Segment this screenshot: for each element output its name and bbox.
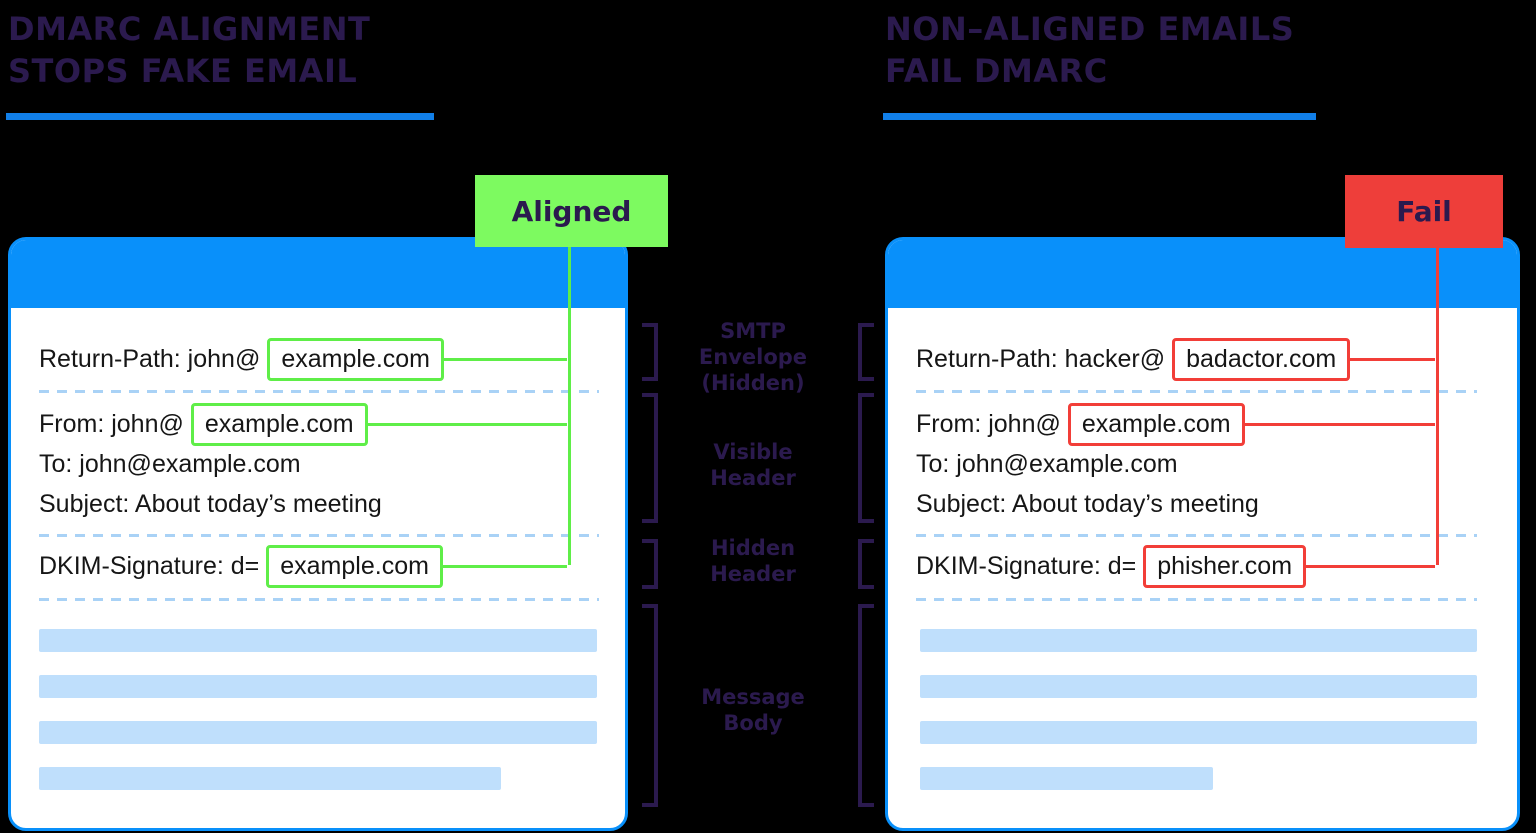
subject-label: Subject: About today’s meeting <box>916 489 1259 518</box>
body-bar <box>39 629 597 652</box>
label-hidden-header: Hidden Header <box>658 535 848 587</box>
dkim-connector-line <box>1305 564 1435 568</box>
body-bar <box>39 767 501 790</box>
dkim-domain-box: example.com <box>266 544 443 588</box>
to-label: To: john@example.com <box>39 449 301 478</box>
bracket-right-hidden-header <box>858 539 874 589</box>
dkim-label: DKIM-Signature: d= <box>39 551 260 580</box>
subject-label: Subject: About today’s meeting <box>39 489 382 518</box>
return-path-domain-box: badactor.com <box>1172 337 1351 381</box>
label-visible-header-line2: Header <box>710 466 796 490</box>
from-domain-box: example.com <box>190 402 368 446</box>
failed-email-card: Return-Path: hacker@ badactor.com From: … <box>885 237 1520 831</box>
subject-row: Subject: About today’s meeting <box>916 482 1259 526</box>
return-path-connector-line <box>1349 357 1435 361</box>
left-title: DMARC ALIGNMENT STOPS FAKE EMAIL <box>8 8 370 92</box>
fail-vertical-connector-line <box>1436 246 1439 565</box>
left-title-line1: DMARC ALIGNMENT <box>8 10 371 48</box>
dkim-row: DKIM-Signature: d= example.com <box>39 544 567 588</box>
from-domain: example.com <box>204 409 354 438</box>
body-bar <box>920 675 1477 698</box>
return-path-domain: badactor.com <box>1186 344 1337 373</box>
body-bar <box>39 675 597 698</box>
divider-dashed <box>916 598 1477 601</box>
divider-dashed <box>39 390 599 393</box>
failed-email-header-bar <box>888 240 1517 308</box>
body-bar <box>920 767 1213 790</box>
bracket-right-visible-header <box>858 393 874 523</box>
fail-badge: Fail <box>1345 175 1503 248</box>
label-message-body-line1: Message <box>701 685 805 709</box>
to-row: To: john@example.com <box>39 442 301 486</box>
dkim-domain-box: phisher.com <box>1143 544 1307 588</box>
from-row: From: john@ example.com <box>916 402 1435 446</box>
aligned-badge-label: Aligned <box>511 194 632 228</box>
from-connector-line <box>366 422 567 426</box>
right-title-line2: FAIL DMARC <box>885 52 1108 90</box>
body-bar <box>39 721 597 744</box>
from-label: From: john@ <box>916 409 1061 438</box>
dkim-label: DKIM-Signature: d= <box>916 551 1137 580</box>
bracket-right-smtp-envelope <box>858 323 874 381</box>
from-label: From: john@ <box>39 409 184 438</box>
label-visible-header-line1: Visible <box>713 440 793 464</box>
divider-dashed <box>39 598 599 601</box>
aligned-badge: Aligned <box>475 175 668 247</box>
from-domain-box: example.com <box>1067 402 1245 446</box>
aligned-email-card: Return-Path: john@ example.com From: joh… <box>8 237 628 831</box>
bracket-left-smtp-envelope <box>642 323 658 381</box>
return-path-domain: example.com <box>281 344 430 373</box>
aligned-vertical-connector-line <box>568 245 571 565</box>
bracket-left-hidden-header <box>642 539 658 589</box>
return-path-connector-line <box>443 357 567 361</box>
aligned-email-header-bar <box>11 240 625 308</box>
subject-row: Subject: About today’s meeting <box>39 482 382 526</box>
from-domain: example.com <box>1081 409 1231 438</box>
return-path-row: Return-Path: hacker@ badactor.com <box>916 337 1435 381</box>
return-path-domain-box: example.com <box>267 337 444 381</box>
body-bar <box>920 629 1477 652</box>
right-title: NON–ALIGNED EMAILS FAIL DMARC <box>885 8 1294 92</box>
label-smtp-envelope-line2: Envelope <box>698 345 808 369</box>
from-row: From: john@ example.com <box>39 402 567 446</box>
label-message-body-line2: Body <box>723 711 783 735</box>
bracket-left-message-body <box>642 604 658 807</box>
label-hidden-header-line1: Hidden <box>710 536 796 560</box>
label-hidden-header-line2: Header <box>710 562 796 586</box>
from-connector-line <box>1243 422 1435 426</box>
right-title-underline <box>883 113 1316 120</box>
label-smtp-envelope-line3: (Hidden) <box>701 371 805 395</box>
label-smtp-envelope-line1: SMTP <box>720 319 786 343</box>
dkim-row: DKIM-Signature: d= phisher.com <box>916 544 1435 588</box>
dkim-domain: example.com <box>280 551 429 580</box>
divider-dashed <box>916 390 1477 393</box>
label-message-body: Message Body <box>658 684 848 736</box>
return-path-label: Return-Path: hacker@ <box>916 344 1166 373</box>
bracket-left-visible-header <box>642 393 658 523</box>
bracket-right-message-body <box>858 604 874 807</box>
divider-dashed <box>916 534 1477 537</box>
left-title-line2: STOPS FAKE EMAIL <box>8 52 358 90</box>
right-title-line1: NON–ALIGNED EMAILS <box>885 10 1295 48</box>
label-visible-header: Visible Header <box>658 439 848 491</box>
to-label: To: john@example.com <box>916 449 1178 478</box>
return-path-row: Return-Path: john@ example.com <box>39 337 567 381</box>
divider-dashed <box>39 534 599 537</box>
dkim-connector-line <box>441 564 567 568</box>
to-row: To: john@example.com <box>916 442 1178 486</box>
label-smtp-envelope: SMTP Envelope (Hidden) <box>658 318 848 396</box>
dkim-domain: phisher.com <box>1157 551 1293 580</box>
body-bar <box>920 721 1477 744</box>
left-title-underline <box>6 113 434 120</box>
return-path-label: Return-Path: john@ <box>39 344 261 373</box>
fail-badge-label: Fail <box>1396 195 1452 228</box>
